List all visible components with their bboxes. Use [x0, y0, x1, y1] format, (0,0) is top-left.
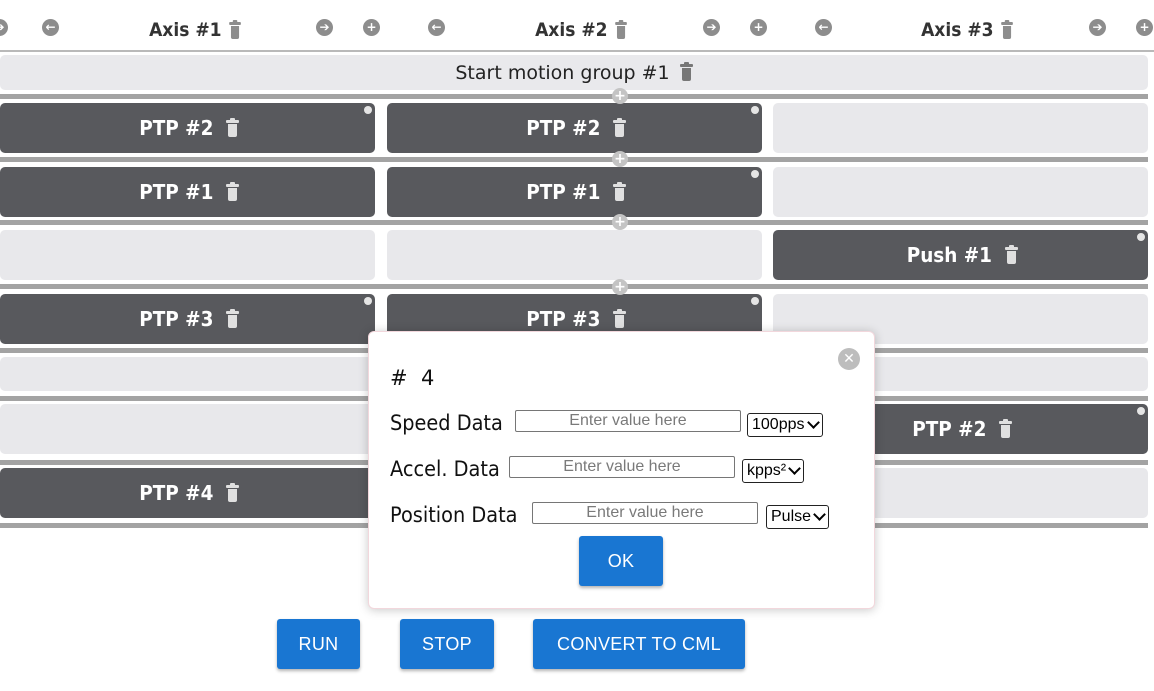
handle-dot[interactable]: [751, 106, 759, 114]
motion-group-label: Start motion group #1: [455, 61, 670, 84]
dialog-title: # 4: [390, 366, 434, 390]
delete-group-icon[interactable]: [679, 62, 693, 81]
position-input[interactable]: [532, 502, 758, 524]
delete-command-icon[interactable]: [226, 181, 240, 201]
handle-dot[interactable]: [364, 106, 372, 114]
command-block[interactable]: Push #1: [773, 230, 1148, 280]
move-right-icon[interactable]: ➔: [703, 19, 720, 36]
command-label: PTP #4: [138, 481, 214, 505]
delete-command-icon[interactable]: [226, 308, 240, 328]
edit-command-dialog: ✕ # 4 Speed Data 100pps Accel. Data kpps…: [368, 331, 875, 609]
move-right-icon[interactable]: ➔: [316, 19, 333, 36]
empty-slot[interactable]: [387, 230, 762, 280]
chevron-down-icon: [788, 462, 801, 475]
axis-3-title: Axis #3: [921, 14, 1013, 46]
delete-command-icon[interactable]: [226, 117, 240, 137]
handle-dot[interactable]: [364, 297, 372, 305]
motion-group-row[interactable]: Start motion group #1: [0, 55, 1148, 90]
delete-command-icon[interactable]: [1005, 244, 1019, 264]
add-axis-icon[interactable]: +: [363, 19, 380, 36]
speed-unit-select[interactable]: 100pps: [747, 413, 823, 437]
position-label: Position Data: [390, 503, 518, 527]
empty-slot[interactable]: [0, 404, 375, 454]
convert-to-cml-button[interactable]: CONVERT TO CML: [533, 619, 745, 669]
move-left-icon[interactable]: ←: [428, 19, 445, 36]
handle-dot[interactable]: [1137, 407, 1145, 415]
delete-command-icon[interactable]: [613, 181, 627, 201]
command-number: 4: [420, 366, 435, 390]
insert-row-icon[interactable]: +: [612, 279, 628, 295]
command-label: Push #1: [906, 243, 992, 267]
accel-unit-select[interactable]: kpps²: [742, 459, 805, 483]
delete-command-icon[interactable]: [226, 482, 240, 502]
position-unit-value: Pulse: [771, 508, 812, 525]
axis-1-label: Axis #1: [149, 19, 222, 41]
handle-dot[interactable]: [751, 297, 759, 305]
command-block[interactable]: PTP #2: [387, 103, 762, 153]
insert-row-icon[interactable]: +: [612, 214, 628, 230]
row-divider: [0, 284, 1148, 289]
speed-label: Speed Data: [390, 411, 503, 435]
accel-unit-value: kpps²: [747, 462, 787, 479]
accel-input[interactable]: [509, 456, 735, 478]
add-axis-icon[interactable]: +: [750, 19, 767, 36]
empty-slot[interactable]: [773, 103, 1148, 153]
delete-axis-2-icon[interactable]: [614, 19, 627, 39]
move-right-icon[interactable]: ➔: [0, 19, 8, 36]
handle-dot[interactable]: [1137, 233, 1145, 241]
command-label: PTP #3: [138, 307, 214, 331]
row-divider: [0, 157, 1148, 162]
position-unit-select[interactable]: Pulse: [766, 505, 830, 529]
header-divider: [0, 50, 1154, 52]
empty-slot[interactable]: [773, 167, 1148, 217]
command-label: PTP #2: [911, 417, 987, 441]
command-block[interactable]: PTP #2: [0, 103, 375, 153]
command-block[interactable]: PTP #3: [0, 294, 375, 344]
row-divider: [0, 220, 1148, 225]
command-block[interactable]: PTP #1: [0, 167, 375, 217]
insert-row-icon[interactable]: +: [612, 88, 628, 104]
delete-axis-3-icon[interactable]: [1000, 19, 1013, 39]
chevron-down-icon: [813, 508, 826, 521]
command-label: PTP #1: [525, 180, 601, 204]
handle-dot[interactable]: [751, 170, 759, 178]
command-label: PTP #2: [525, 116, 601, 140]
delete-command-icon[interactable]: [613, 117, 627, 137]
delete-command-icon[interactable]: [999, 418, 1013, 438]
accel-label: Accel. Data: [390, 457, 500, 481]
speed-unit-value: 100pps: [752, 416, 805, 433]
chevron-down-icon: [806, 416, 820, 429]
command-label: PTP #3: [525, 307, 601, 331]
empty-slot[interactable]: [0, 230, 375, 280]
speed-input[interactable]: [515, 410, 741, 432]
move-left-icon[interactable]: ←: [815, 19, 832, 36]
command-block[interactable]: PTP #4: [0, 468, 375, 518]
close-icon[interactable]: ✕: [838, 348, 860, 370]
axis-2-label: Axis #2: [535, 19, 608, 41]
insert-row-icon[interactable]: +: [612, 151, 628, 167]
move-right-icon[interactable]: ➔: [1089, 19, 1106, 36]
run-button[interactable]: RUN: [277, 619, 360, 669]
stop-button[interactable]: STOP: [400, 619, 494, 669]
hash-symbol: #: [390, 366, 408, 390]
command-block[interactable]: PTP #1: [387, 167, 762, 217]
move-left-icon[interactable]: ←: [42, 19, 59, 36]
delete-command-icon[interactable]: [613, 308, 627, 328]
axis-1-title: Axis #1: [149, 14, 241, 46]
ok-button[interactable]: OK: [579, 536, 663, 586]
add-axis-icon[interactable]: +: [1136, 19, 1153, 36]
row-divider: [0, 94, 1148, 99]
delete-axis-1-icon[interactable]: [228, 19, 241, 39]
axis-2-title: Axis #2: [535, 14, 627, 46]
axis-3-label: Axis #3: [921, 19, 994, 41]
command-label: PTP #2: [138, 116, 214, 140]
command-label: PTP #1: [138, 180, 214, 204]
